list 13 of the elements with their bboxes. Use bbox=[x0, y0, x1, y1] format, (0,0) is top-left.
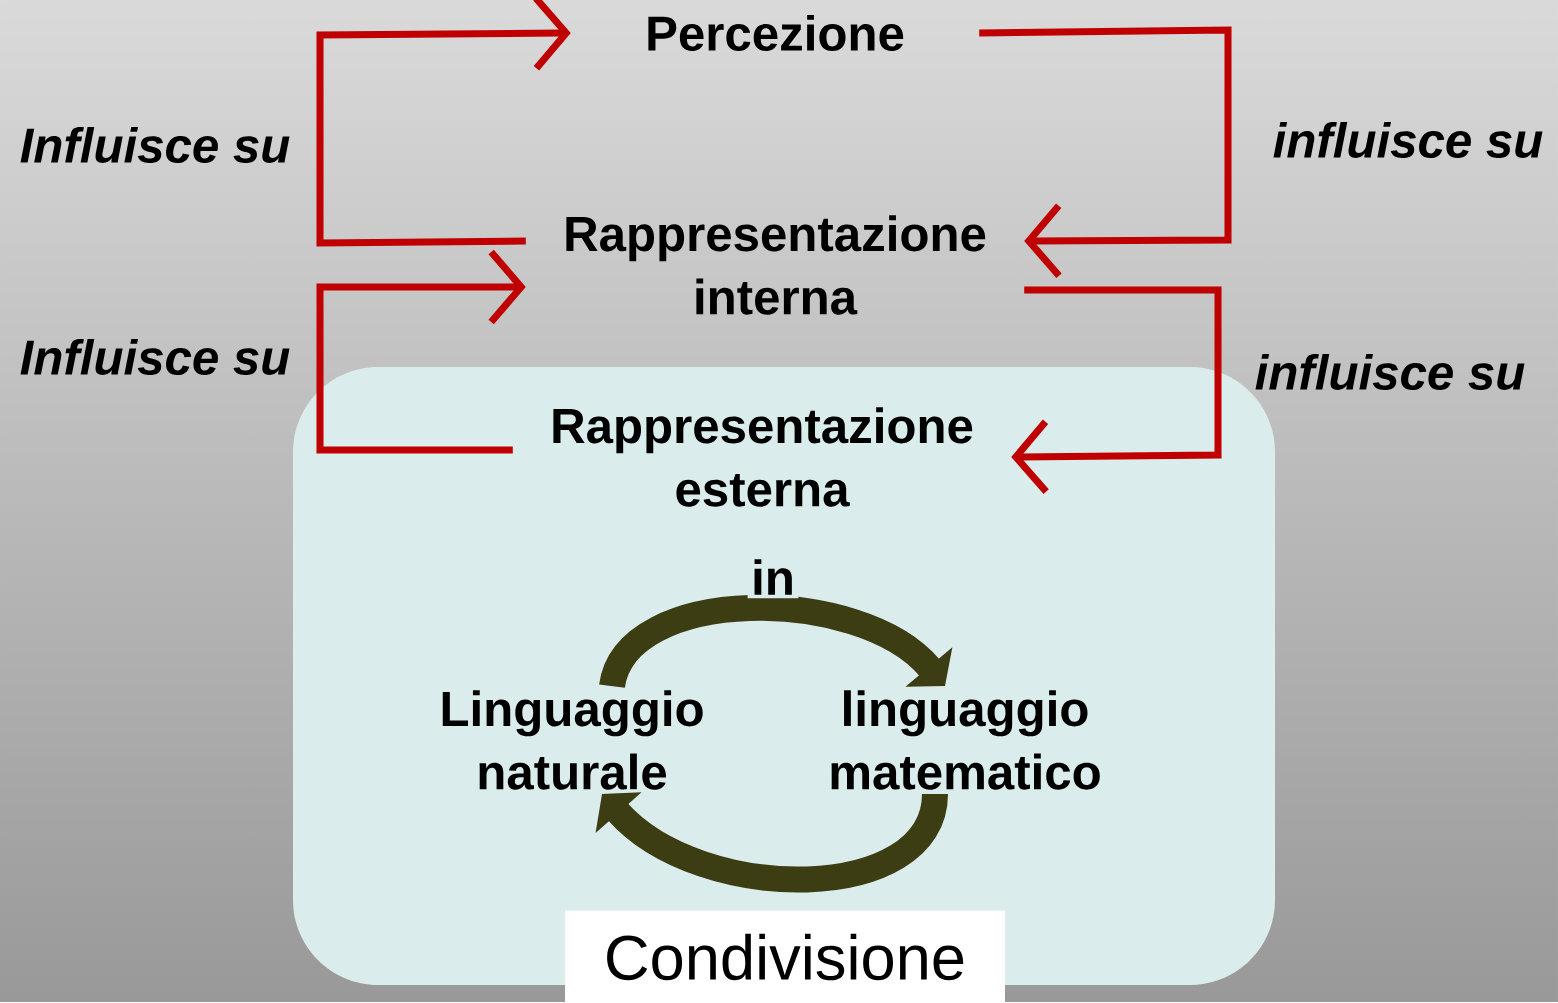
node-label: Rappresentazione interna bbox=[566, 215, 986, 315]
node-label: Linguaggio naturale bbox=[442, 690, 703, 790]
node-label: Rappresentazione esterna bbox=[553, 407, 973, 507]
edge-label: in bbox=[747, 555, 799, 599]
arrow bbox=[316, 249, 526, 454]
node-label: Percezione bbox=[648, 14, 904, 52]
edge-label: influisce su bbox=[1273, 121, 1543, 159]
arrow bbox=[599, 595, 953, 691]
arrow bbox=[316, 0, 571, 247]
arrow bbox=[1011, 286, 1222, 494]
edge-label: Influisce su bbox=[20, 338, 290, 376]
node-label: linguaggio matematico bbox=[831, 690, 1100, 790]
edge-label: Influisce su bbox=[20, 126, 290, 164]
